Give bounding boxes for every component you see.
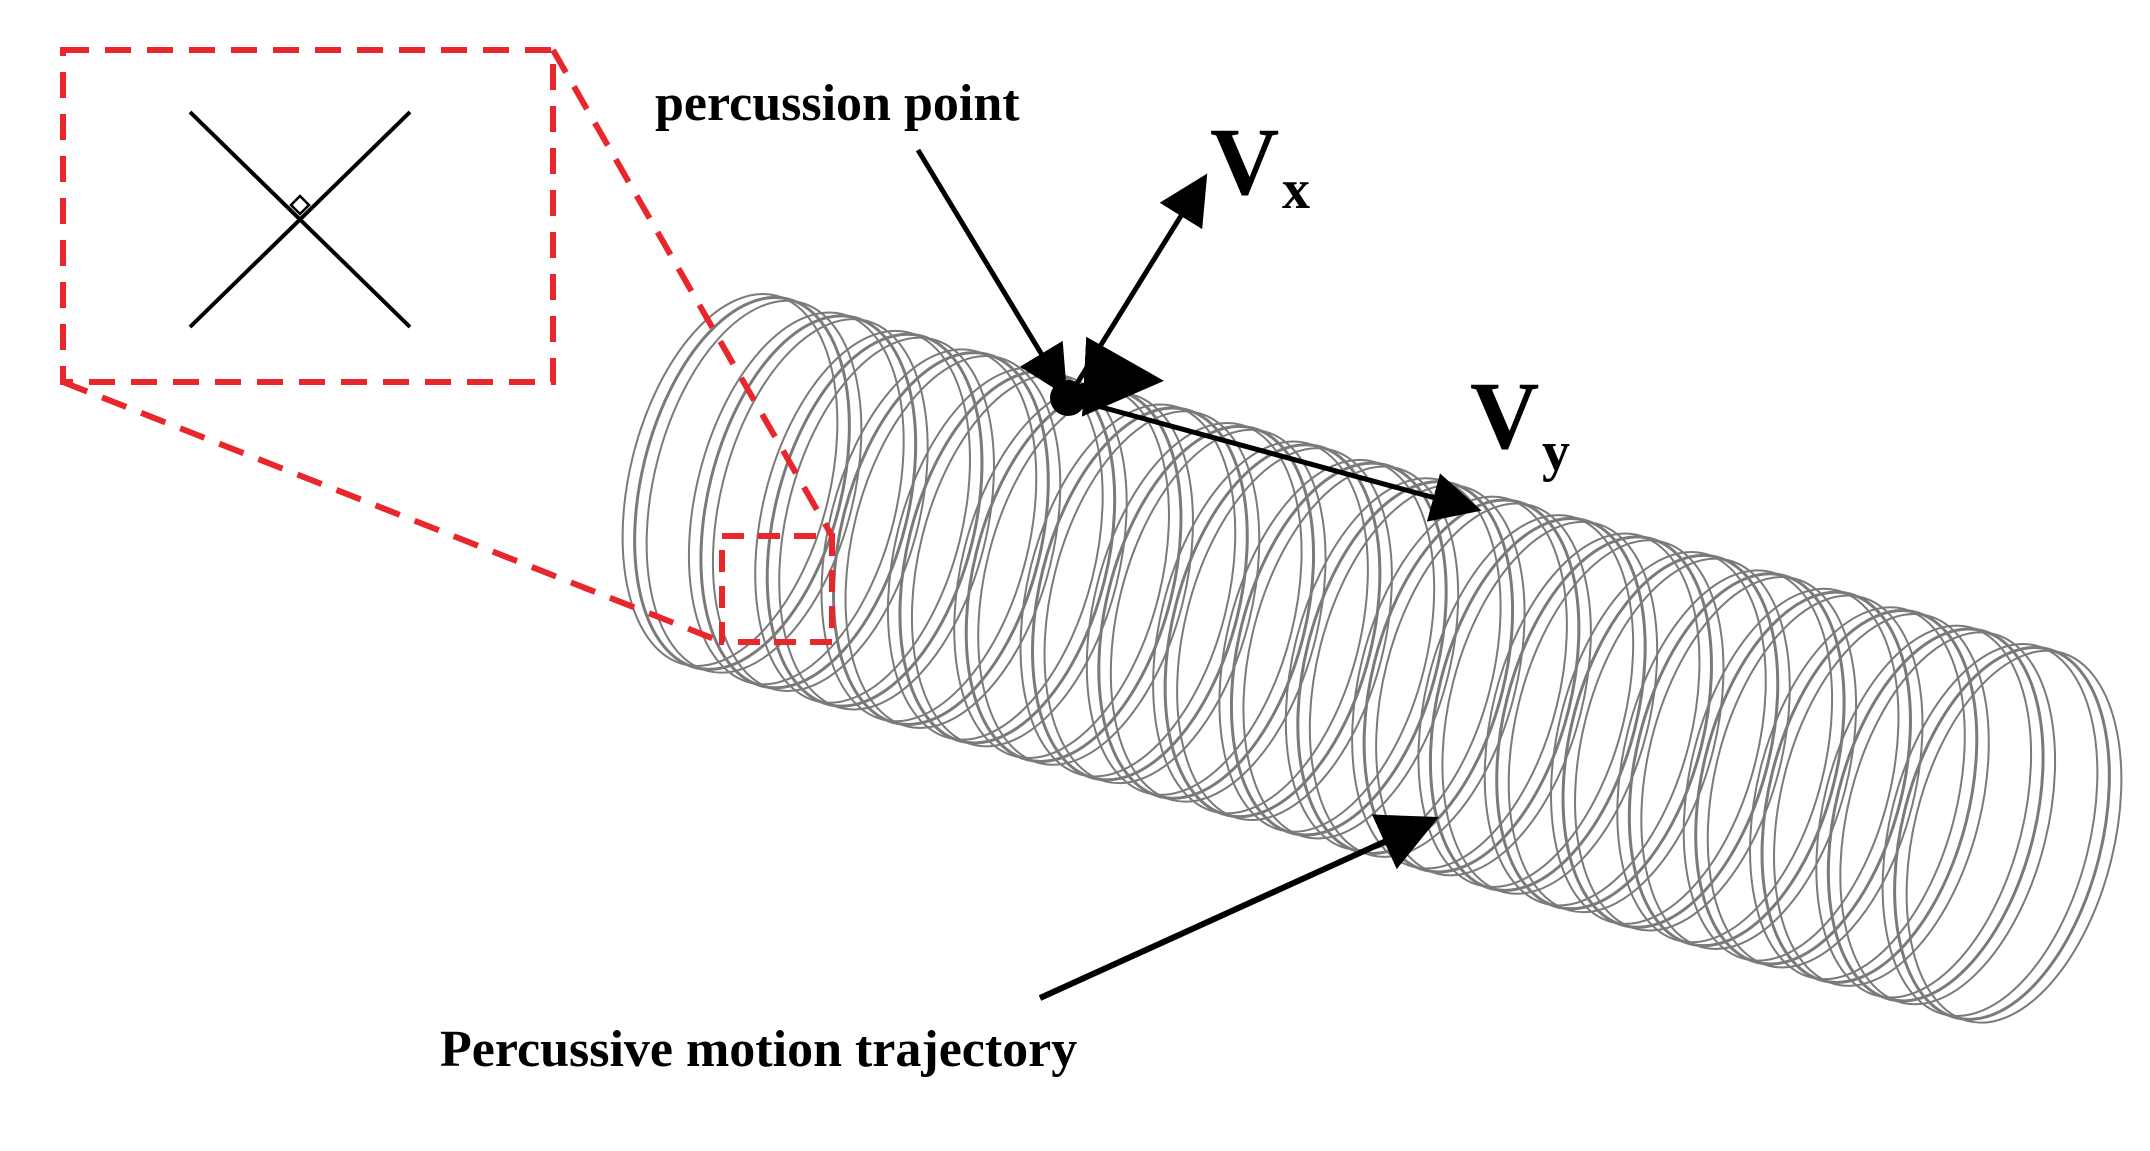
vx-vector-arrow — [1065, 173, 1208, 400]
zoom-source-box — [719, 533, 835, 645]
coil-loop-13-strand-3 — [1441, 520, 1659, 895]
vy-label: V — [1470, 362, 1539, 469]
coil-loop-13-strand-2 — [1428, 516, 1647, 892]
coil-loop-10-strand-2 — [1229, 461, 1448, 837]
coil-loop-20-strand-2 — [1893, 645, 2111, 1021]
coil-loop-7-strand-2 — [1031, 406, 1249, 782]
coil-loop-14-strand-2 — [1495, 535, 1713, 911]
coil-loop-1-strand-3 — [645, 299, 863, 674]
vx-label: V — [1210, 108, 1279, 215]
trajectory-leader-arrow — [1038, 814, 1439, 1001]
vy-vector-arrow — [1067, 395, 1482, 522]
right-angle-marker — [289, 194, 311, 216]
percussion-point-label: percussion point — [655, 75, 1020, 132]
coil-loop-15-strand-2 — [1561, 553, 1780, 929]
coil-loop-14-strand-3 — [1507, 539, 1725, 914]
coil-loop-9-strand-2 — [1163, 443, 1382, 819]
coil-loop-12-strand-3 — [1375, 502, 1592, 877]
coil-loop-2-strand-3 — [711, 318, 929, 693]
coil-loop-7-strand-3 — [1043, 410, 1261, 785]
coil-loop-8-strand-3 — [1109, 428, 1327, 803]
crossing-line-b — [188, 110, 412, 329]
zoom-connector-top — [550, 48, 835, 538]
coil-loop-19-strand-3 — [1839, 631, 2057, 1006]
coil-loop-12-strand-2 — [1362, 498, 1581, 874]
helical-coil-trajectory — [621, 293, 2123, 1024]
coil-loop-9-strand-3 — [1176, 447, 1393, 822]
coil-loop-8-strand-2 — [1097, 424, 1316, 800]
coil-loop-10-strand-3 — [1242, 465, 1460, 840]
coil-loop-15-strand-3 — [1574, 557, 1791, 932]
coil-loop-3-strand-3 — [778, 336, 995, 711]
zoom-connector-bottom — [61, 379, 724, 645]
coil-loop-18-strand-2 — [1760, 609, 1979, 984]
vy-subscript: y — [1542, 421, 1570, 483]
coil-loop-20-strand-3 — [1905, 649, 2123, 1024]
coil-loop-4-strand-2 — [832, 351, 1050, 727]
percussion-point-annotation — [915, 148, 1482, 522]
coil-loop-2-strand-2 — [699, 314, 918, 690]
coil-loop-17-strand-2 — [1694, 590, 1912, 966]
coil-loop-1-strand-2 — [633, 295, 851, 671]
zoom-inset — [60, 47, 835, 645]
coil-loop-16-strand-2 — [1627, 572, 1846, 948]
coil-loop-18-strand-3 — [1773, 612, 1990, 987]
coil-loop-16-strand-3 — [1640, 576, 1858, 950]
coil-loop-3-strand-2 — [765, 332, 984, 708]
trajectory-label: Percussive motion trajectory — [440, 1021, 1077, 1078]
coil-loop-19-strand-2 — [1826, 627, 2045, 1003]
zoom-inset-box — [60, 47, 556, 385]
tangent-direction-arrow — [1072, 336, 1164, 417]
coil-loop-17-strand-3 — [1706, 594, 1924, 969]
vx-subscript: x — [1282, 159, 1310, 221]
coil-loop-4-strand-3 — [844, 355, 1062, 729]
percussion-point-leader — [915, 148, 1068, 397]
